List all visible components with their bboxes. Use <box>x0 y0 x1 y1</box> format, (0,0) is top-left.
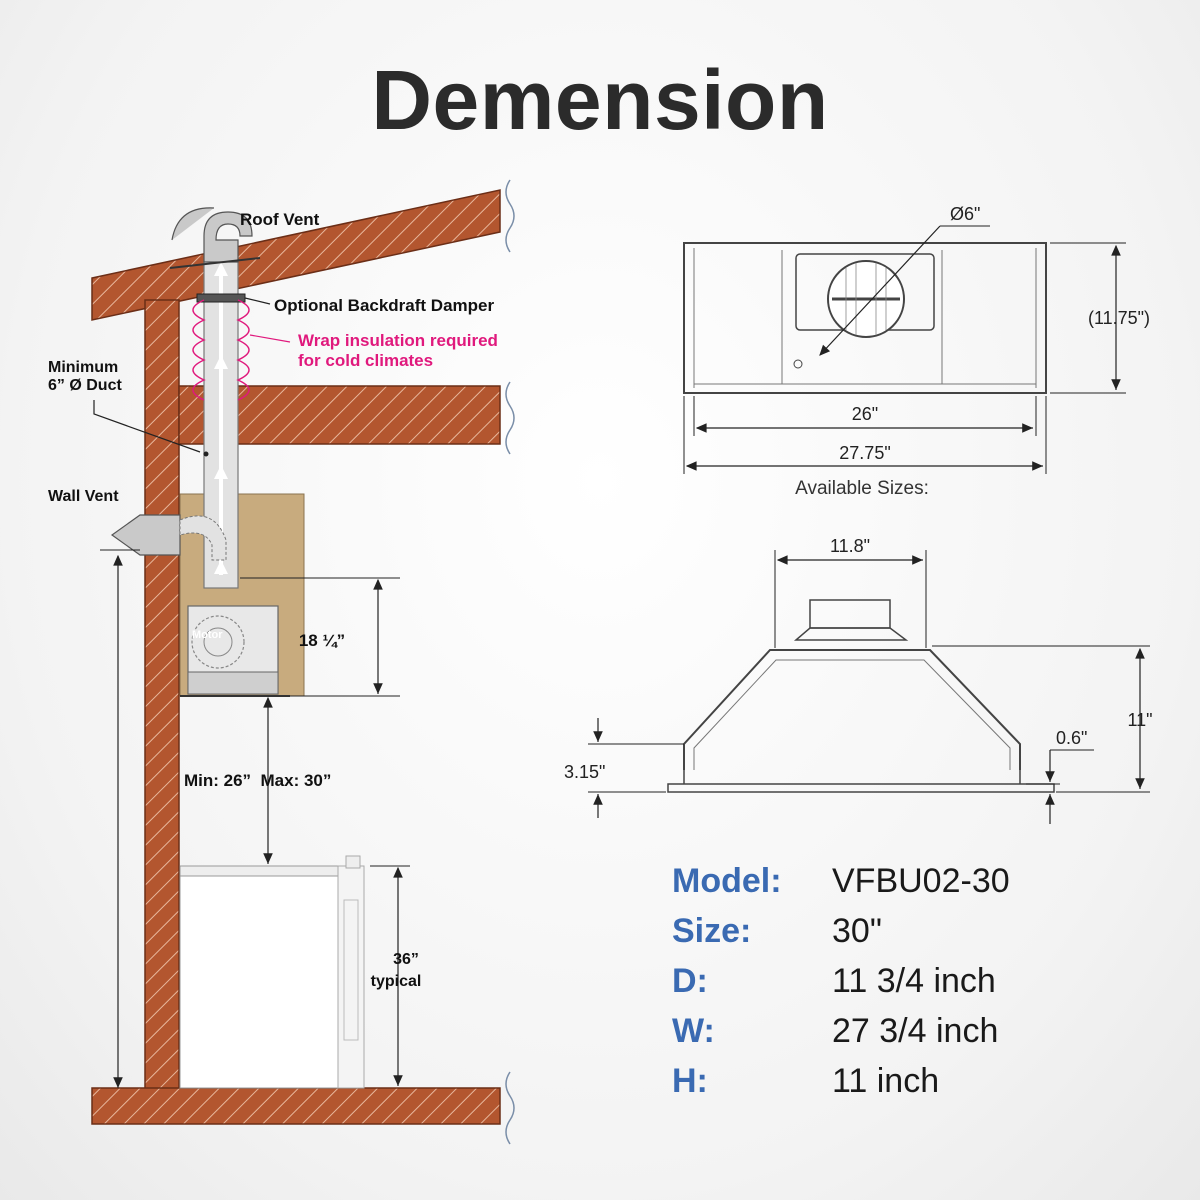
spec-row-width: W: 27 3/4 inch <box>672 1012 1172 1062</box>
min-duct-label-line2: 6” Ø Duct <box>48 377 122 394</box>
hood-body <box>683 649 1021 770</box>
insulation-wrap <box>192 299 250 401</box>
roof-vent <box>203 211 253 263</box>
duct-leader <box>93 400 201 453</box>
duct-diameter-label: Ø6" <box>950 204 980 224</box>
insulation-label-line2: for cold climates <box>298 351 433 370</box>
airflow-arrows <box>214 262 228 574</box>
break-marks <box>505 179 515 1145</box>
mount-range-label: Min: 26” Max: 30” <box>184 771 331 790</box>
spec-value: 11 3/4 inch <box>832 962 996 1000</box>
insulation-label-line1: Wrap insulation required <box>298 331 498 350</box>
lip-label: 0.6" <box>1056 728 1087 748</box>
spec-label: Model: <box>672 862 782 900</box>
backdraft-damper-label: Optional Backdraft Damper <box>274 296 494 315</box>
collar-base <box>793 627 909 641</box>
wall-vent <box>110 514 181 556</box>
duct-collar <box>809 599 891 629</box>
spec-value: 11 inch <box>832 1062 940 1100</box>
spec-label: W: <box>672 1012 715 1050</box>
spec-list: Model: VFBU02-30 Size: 30" D: 11 3/4 inc… <box>672 862 1172 1112</box>
spec-row-size: Size: 30" <box>672 912 1172 962</box>
flange-height-label: 3.15" <box>564 762 605 782</box>
outer-width-label: 27.75" <box>839 443 890 463</box>
backdraft-damper <box>196 293 246 303</box>
min-duct-label-line1: Minimum <box>48 359 118 376</box>
spec-value: VFBU02-30 <box>832 862 1010 900</box>
wall-vent-label: Wall Vent <box>48 488 119 505</box>
insert-height-label: 18 ¼” <box>299 631 345 650</box>
spec-row-height: H: 11 inch <box>672 1062 1172 1112</box>
spec-label: Size: <box>672 912 752 950</box>
floor-slab <box>91 1087 501 1125</box>
spec-value: 30" <box>832 912 882 950</box>
wall <box>144 299 180 1101</box>
spec-label: H: <box>672 1062 708 1100</box>
spec-label: D: <box>672 962 708 1000</box>
top-view-body <box>683 242 1047 394</box>
top-view: Ø6" (11.75") 26" 27.75" Available Sizes: <box>683 204 1150 499</box>
motor-housing <box>191 615 245 669</box>
available-sizes-label: Available Sizes: <box>795 478 929 499</box>
motor-label: Motor <box>192 629 223 641</box>
hood-bottom-flange <box>667 783 1055 793</box>
range <box>179 865 341 1089</box>
installation-diagram: Motor Roof Vent Optional Backdraft <box>48 179 515 1145</box>
height-label: 11" <box>1127 710 1152 730</box>
spec-value: 27 3/4 inch <box>832 1012 999 1050</box>
spec-row-depth: D: 11 3/4 inch <box>672 962 1172 1012</box>
depth-label: (11.75") <box>1088 308 1150 328</box>
roof-vent-label: Roof Vent <box>240 210 320 229</box>
counter-height-line2: typical <box>371 973 422 990</box>
spec-row-model: Model: VFBU02-30 <box>672 862 1172 912</box>
counter-height-line1: 36” <box>393 951 419 968</box>
inner-width-label: 26" <box>852 404 878 424</box>
roof-slab <box>91 189 501 321</box>
page-title: Demension <box>371 53 829 147</box>
top-width-label: 11.8" <box>830 536 870 556</box>
side-view: 11.8" 11" 3.15" 0.6" <box>564 536 1153 824</box>
